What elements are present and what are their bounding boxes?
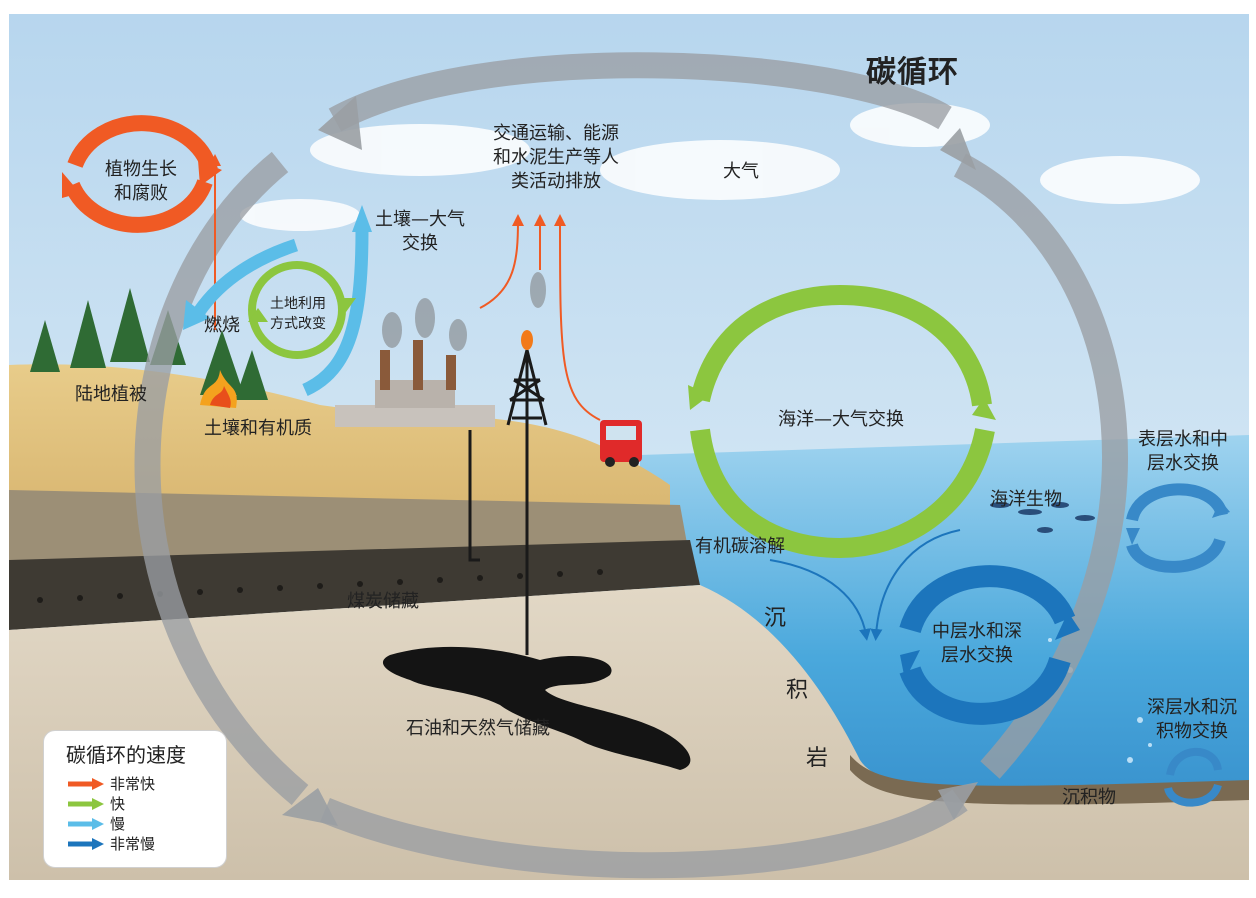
gas-flame (521, 330, 533, 350)
land-use-label: 土地利用 方式改变 (260, 294, 336, 334)
land-use-line-2: 方式改变 (270, 316, 326, 332)
human-emissions-line-1: 交通运输、能源 (493, 123, 619, 144)
human-emissions-line-2: 和水泥生产等人 (493, 147, 619, 168)
mid-deep-water-label: 中层水和深 层水交换 (922, 620, 1032, 668)
mid-deep-line-1: 中层水和深 (932, 621, 1022, 642)
legend-label: 非常快 (110, 775, 156, 793)
speed-legend: 碳循环的速度 非常快 快 慢 非常慢 (43, 730, 227, 868)
legend-arrow-icon (68, 818, 104, 830)
ocean-atmosphere-cycle (690, 284, 995, 559)
smoke (382, 272, 546, 351)
surface-mid-water-cycle (1126, 483, 1228, 573)
main-cycle-arrowheads (282, 96, 978, 826)
soil-atmosphere-label: 土壤—大气 交换 (370, 208, 470, 256)
soil-atmosphere-flows (189, 229, 369, 396)
land-use-line-1: 土地利用 (270, 296, 326, 312)
land-use-cycle (248, 261, 346, 359)
surface-mid-water-label: 表层水和中 层水交换 (1128, 428, 1238, 476)
mid-deep-line-2: 层水交换 (941, 645, 1013, 666)
sediment-label: 沉积物 (1062, 787, 1116, 808)
deep-sediment-label: 深层水和沉 积物交换 (1136, 696, 1248, 744)
oil-derrick (506, 349, 548, 426)
human-emissions-line-3: 类活动排放 (511, 171, 601, 192)
coal-pipe (468, 430, 480, 562)
legend-arrow-icon (68, 838, 104, 850)
legend-title: 碳循环的速度 (66, 743, 186, 767)
plant-growth-cycle (64, 115, 218, 233)
organic-dissolve-label: 有机碳溶解 (695, 536, 785, 557)
plant-growth-label: 植物生长 和腐败 (100, 158, 182, 206)
sedimentary-rock-char-1: 沉 (764, 606, 787, 631)
marine-life-label: 海洋生物 (990, 489, 1062, 510)
legend-arrow-icon (68, 798, 104, 810)
soil-atmosphere-line-1: 土壤—大气 (375, 209, 465, 230)
factory (335, 340, 495, 427)
soil-atmosphere-line-2: 交换 (402, 233, 438, 254)
sedimentary-rock-char-2: 积 (786, 678, 809, 703)
plant-growth-line-1: 植物生长 (105, 159, 177, 180)
organic-carbon-dissolve-lines (769, 529, 961, 641)
fish (990, 502, 1095, 533)
truck (600, 420, 642, 467)
deep-sediment-line-2: 积物交换 (1156, 721, 1228, 742)
wildfire (200, 370, 237, 408)
page-title: 碳循环 (866, 55, 959, 90)
legend-arrow-icon (68, 778, 104, 790)
surface-mid-line-2: 层水交换 (1147, 453, 1219, 474)
legend-label: 非常慢 (110, 835, 156, 853)
land-vegetation-label: 陆地植被 (75, 384, 147, 405)
oil-gas-reservoir (382, 646, 691, 770)
surface-mid-line-1: 表层水和中 (1138, 429, 1228, 450)
soil-organic-label: 土壤和有机质 (204, 418, 312, 439)
clouds (240, 103, 1200, 231)
legend-label: 慢 (110, 815, 126, 833)
burning-label: 燃烧 (204, 315, 240, 336)
plant-growth-line-2: 和腐败 (114, 183, 168, 204)
mid-deep-water-cycle (899, 565, 1076, 725)
ocean-atmosphere-label: 海洋—大气交换 (778, 409, 904, 430)
sedimentary-rock-char-3: 岩 (806, 746, 829, 771)
human-emissions-label: 交通运输、能源 和水泥生产等人 类活动排放 (480, 122, 632, 194)
coal-reserve-label: 煤炭储藏 (347, 591, 419, 612)
deep-sediment-line-1: 深层水和沉 (1147, 697, 1237, 718)
legend-label: 快 (110, 795, 126, 813)
atmosphere-label: 大气 (723, 161, 759, 182)
deep-sediment-cycle (1164, 747, 1222, 807)
oil-gas-reserve-label: 石油和天然气储藏 (406, 718, 550, 739)
